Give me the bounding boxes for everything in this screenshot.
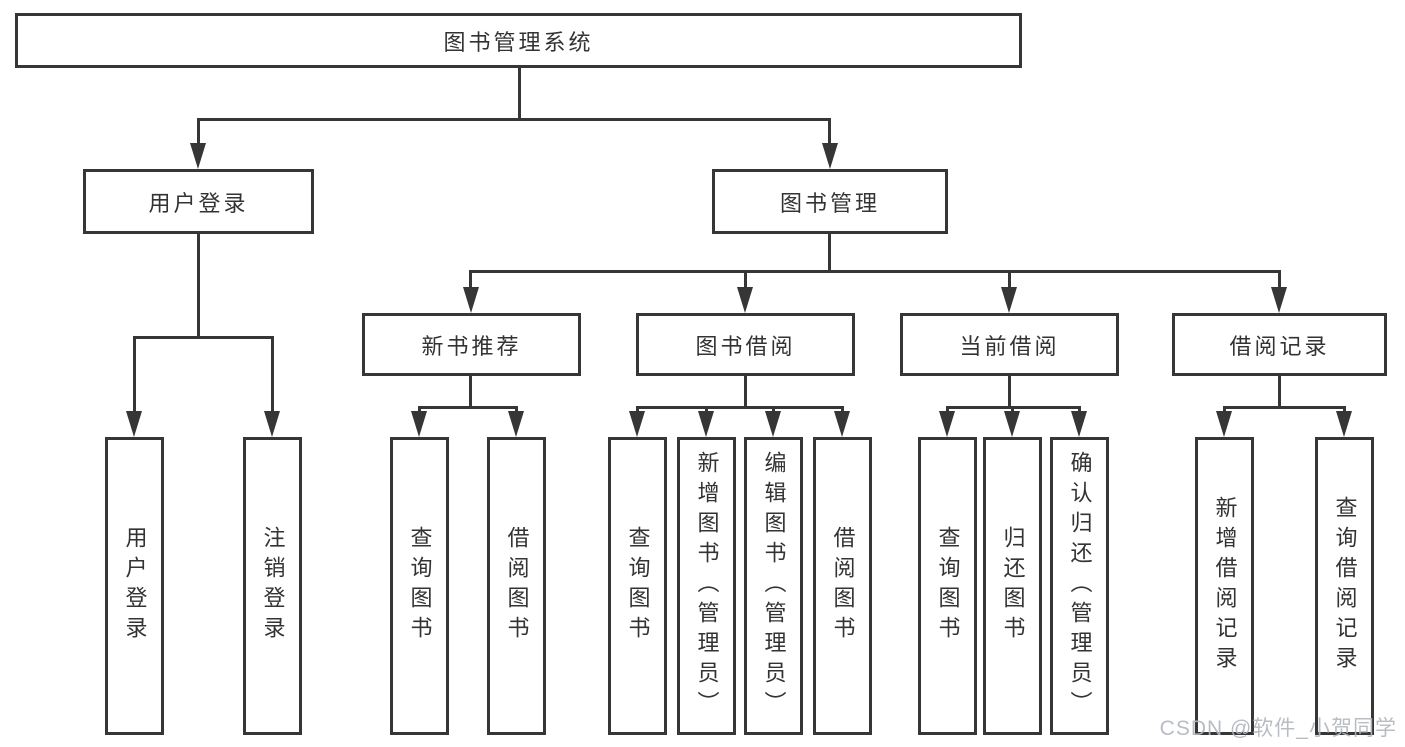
node-new-book-recommendation-label: 新书推荐 [421, 333, 522, 359]
node-book-borrowing-label: 图书借阅 [695, 333, 796, 359]
arrow-to-new-book-recommendation [463, 287, 479, 313]
arrow-to-book-management [822, 143, 838, 169]
root-node: 图书管理系统 [15, 13, 1022, 68]
root-node-label: 图书管理系统 [443, 29, 594, 55]
leaf-query-borrowing-record-label: 查询借阅记录 [1332, 496, 1358, 676]
connector-stem-confirm-return-admin [1078, 406, 1081, 414]
leaf-borrow-books-recommendation: 借阅图书 [487, 437, 546, 735]
arrow-to-add-books-admin [698, 411, 714, 437]
leaf-add-books-admin-label: 新增图书（管理员） [694, 451, 720, 721]
arrow-to-leaf-logout [264, 411, 280, 437]
node-current-borrowing-label: 当前借阅 [959, 333, 1060, 359]
arrow-to-query-books-2 [629, 411, 645, 437]
leaf-add-books-admin: 新增图书（管理员） [677, 437, 736, 735]
leaf-logout-label: 注销登录 [260, 526, 286, 646]
arrow-to-book-borrowing [737, 287, 753, 313]
csdn-watermark: CSDN @软件_小贺同学 [1159, 717, 1397, 740]
connector-stem-query-books-3 [946, 406, 949, 414]
connector-stem-user-login [197, 118, 200, 148]
connector-stem-query-books-2 [636, 406, 639, 414]
connector-split-borrowing-records [1223, 406, 1346, 409]
node-book-management-label: 图书管理 [779, 190, 880, 216]
connector-stem-query-books-1 [418, 406, 421, 414]
leaf-query-books-borrowing: 查询图书 [608, 437, 667, 735]
connector-stem-query-borrowing-record [1343, 406, 1346, 414]
arrow-to-edit-books-admin [765, 411, 781, 437]
leaf-user-login-label: 用户登录 [122, 526, 148, 646]
node-new-book-recommendation: 新书推荐 [362, 313, 581, 376]
node-current-borrowing: 当前借阅 [900, 313, 1119, 376]
leaf-add-borrowing-record: 新增借阅记录 [1195, 437, 1254, 735]
leaf-query-borrowing-record: 查询借阅记录 [1315, 437, 1374, 735]
leaf-return-books: 归还图书 [983, 437, 1042, 735]
connector-stem-add-borrowing-record [1223, 406, 1226, 414]
leaf-edit-books-admin: 编辑图书（管理员） [744, 437, 803, 735]
node-book-borrowing: 图书借阅 [636, 313, 855, 376]
connector-stem-return-books [1011, 406, 1014, 414]
connector-stem-current-borrowing [1008, 270, 1011, 289]
node-borrowing-records: 借阅记录 [1172, 313, 1387, 376]
leaf-confirm-return-admin-label: 确认归还（管理员） [1067, 451, 1093, 721]
leaf-return-books-label: 归还图书 [1000, 526, 1026, 646]
connector-trunk-user-login [197, 234, 200, 336]
arrow-to-borrow-books-1 [508, 411, 524, 437]
connector-stem-borrow-books-1 [515, 406, 518, 414]
arrow-to-borrowing-records [1271, 287, 1287, 313]
leaf-query-books-recommendation-label: 查询图书 [407, 526, 433, 646]
node-borrowing-records-label: 借阅记录 [1229, 333, 1330, 359]
connector-split-new-book-recommendation [418, 406, 518, 409]
connector-stem-borrowing-records [1278, 270, 1281, 289]
leaf-confirm-return-admin: 确认归还（管理员） [1050, 437, 1109, 735]
arrow-to-add-borrowing-record [1216, 411, 1232, 437]
connector-stem-add-books-admin [705, 406, 708, 414]
arrow-to-confirm-return-admin [1071, 411, 1087, 437]
leaf-user-login: 用户登录 [105, 437, 164, 735]
leaf-edit-books-admin-label: 编辑图书（管理员） [761, 451, 787, 721]
arrow-to-return-books [1004, 411, 1020, 437]
leaf-query-books-borrowing-label: 查询图书 [625, 526, 651, 646]
connector-trunk-current-borrowing [1008, 376, 1011, 406]
leaf-query-books-recommendation: 查询图书 [390, 437, 449, 735]
node-user-login-label: 用户登录 [148, 190, 249, 216]
leaf-logout: 注销登录 [243, 437, 302, 735]
connector-split-book-borrowing [636, 406, 844, 409]
connector-trunk-book-borrowing [744, 376, 747, 406]
arrow-to-current-borrowing [1001, 287, 1017, 313]
leaf-query-books-current-label: 查询图书 [935, 526, 961, 646]
connector-root-trunk [518, 68, 521, 118]
leaf-borrow-books-borrowing: 借阅图书 [813, 437, 872, 735]
connector-stem-new-book-recommendation [469, 270, 472, 289]
leaf-add-borrowing-record-label: 新增借阅记录 [1212, 496, 1238, 676]
arrow-to-borrow-books-2 [834, 411, 850, 437]
connector-stem-leaf-user-login [133, 336, 136, 414]
arrow-to-leaf-user-login [126, 411, 142, 437]
connector-stem-leaf-logout [271, 336, 274, 414]
connector-level2-split [197, 118, 831, 121]
connector-trunk-book-management [828, 234, 831, 270]
connector-split-user-login [133, 336, 274, 339]
arrow-to-query-books-1 [411, 411, 427, 437]
node-user-login: 用户登录 [83, 169, 314, 234]
arrow-to-query-borrowing-record [1336, 411, 1352, 437]
leaf-query-books-current: 查询图书 [918, 437, 977, 735]
leaf-borrow-books-borrowing-label: 借阅图书 [830, 526, 856, 646]
connector-stem-borrow-books-2 [841, 406, 844, 414]
connector-trunk-borrowing-records [1278, 376, 1281, 406]
connector-stem-book-borrowing [744, 270, 747, 289]
connector-stem-edit-books-admin [772, 406, 775, 414]
connector-trunk-new-book-recommendation [469, 376, 472, 406]
leaf-borrow-books-recommendation-label: 借阅图书 [504, 526, 530, 646]
node-book-management: 图书管理 [712, 169, 948, 234]
arrow-to-user-login [190, 143, 206, 169]
arrow-to-query-books-3 [939, 411, 955, 437]
connector-stem-book-management [828, 118, 831, 148]
connector-level3-split [469, 270, 1281, 273]
